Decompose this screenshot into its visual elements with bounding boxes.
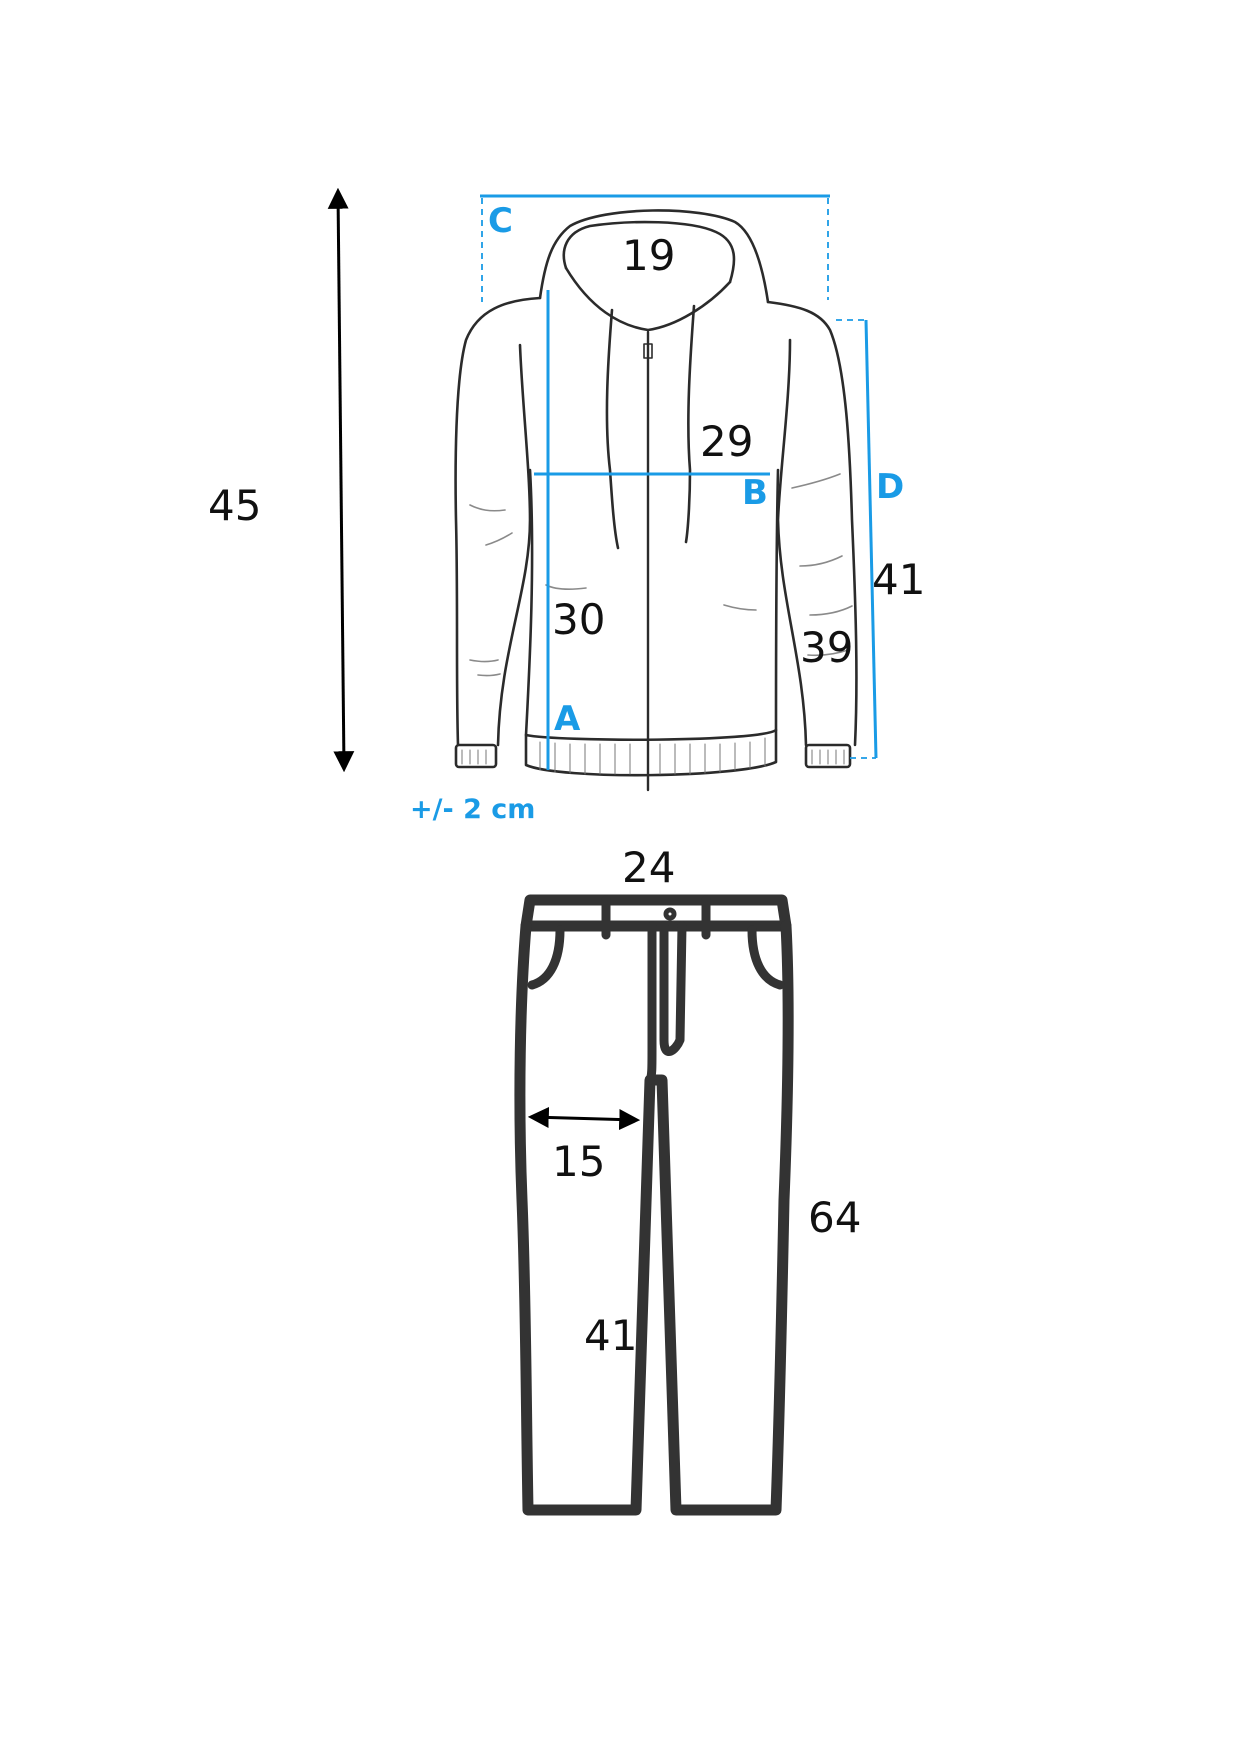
thigh-arrow: [527, 1106, 641, 1131]
right-cuff: [804, 743, 852, 769]
sleeve-inner-value: 39: [800, 623, 853, 672]
body-length-value: 30: [552, 595, 605, 644]
pants-illustration: [514, 894, 794, 1516]
chest-width-value: 29: [700, 417, 753, 466]
guide-d: [864, 319, 878, 759]
label-d: D: [876, 467, 904, 507]
drawstring-right: [684, 304, 696, 544]
right-sleeve: [776, 338, 808, 747]
left-pocket: [527, 925, 565, 990]
left-cuff: [454, 743, 498, 769]
fly: [659, 921, 687, 1056]
hood-outline: [538, 209, 770, 304]
thigh-value: 15: [552, 1137, 605, 1186]
hoodie-guides: [480, 194, 878, 770]
total-length-value: 45: [208, 481, 261, 530]
hem-band: [524, 728, 778, 777]
sleeve-outer-value: 41: [872, 555, 925, 604]
left-shoulder: [454, 296, 542, 747]
hoodie-illustration: [454, 209, 858, 792]
label-c: C: [488, 201, 513, 241]
hood-opening: [562, 220, 736, 284]
inseam-value: 41: [584, 1311, 637, 1360]
tolerance-note: +/- 2 cm: [410, 794, 535, 825]
pants-outline: [514, 920, 794, 1516]
outseam-value: 64: [808, 1193, 861, 1242]
waistband: [520, 894, 792, 932]
total-length-arrow: [327, 187, 355, 773]
drawstring-left: [605, 308, 620, 550]
hood-width-value: 19: [622, 231, 675, 280]
right-shoulder: [766, 300, 858, 747]
label-b: B: [742, 473, 768, 513]
left-sleeve: [496, 343, 532, 747]
right-pocket: [747, 925, 785, 990]
label-a: A: [554, 699, 581, 739]
button: [663, 907, 677, 921]
waist-value: 24: [622, 843, 675, 892]
